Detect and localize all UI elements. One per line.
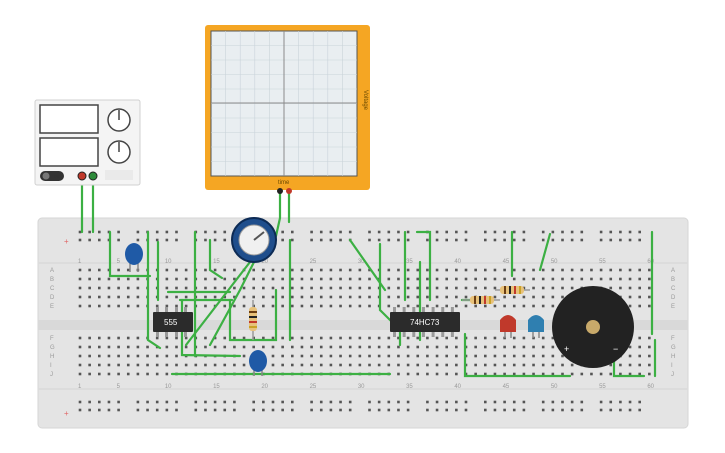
column-number: 35 xyxy=(406,259,413,265)
resistor-1[interactable] xyxy=(462,296,500,304)
column-number: 5 xyxy=(117,384,121,390)
chip-555-label: 555 xyxy=(164,318,178,327)
column-number: 20 xyxy=(261,384,268,390)
row-letter: A xyxy=(671,268,675,274)
wire-16 xyxy=(415,230,432,302)
column-number: 25 xyxy=(310,384,317,390)
column-number: 40 xyxy=(454,384,461,390)
column-number: 25 xyxy=(310,259,317,265)
buzzer-minus: − xyxy=(613,344,618,354)
column-number: 55 xyxy=(599,384,606,390)
potentiometer[interactable] xyxy=(231,217,277,263)
oscilloscope-y-label: Voltage xyxy=(362,90,368,111)
row-letter: B xyxy=(50,277,54,283)
capacitor-2[interactable] xyxy=(249,350,267,376)
wire-1 xyxy=(108,230,152,278)
column-number: 40 xyxy=(454,259,461,265)
row-letter: E xyxy=(50,304,54,310)
resistor-2[interactable] xyxy=(495,286,530,294)
svg-text:+: + xyxy=(64,409,69,418)
column-number: 10 xyxy=(165,384,172,390)
svg-text:+: + xyxy=(64,237,69,246)
row-letter: B xyxy=(671,277,675,283)
row-letter: F xyxy=(50,336,54,342)
row-letter: C xyxy=(50,286,55,292)
row-letter: A xyxy=(50,268,54,274)
column-number: 45 xyxy=(503,259,510,265)
chip-555[interactable]: 555 xyxy=(153,307,193,337)
chip-74hc73-label: 74HC73 xyxy=(410,318,440,327)
row-letter: C xyxy=(671,286,676,292)
column-number: 55 xyxy=(599,259,606,265)
column-number: 1 xyxy=(78,259,82,265)
row-letter: H xyxy=(671,354,675,360)
led-red[interactable] xyxy=(500,315,516,338)
row-letter: D xyxy=(671,295,676,301)
wires[interactable] xyxy=(80,176,657,378)
chip-74hc73[interactable]: 74HC73 xyxy=(390,307,460,337)
row-letter: E xyxy=(671,304,675,310)
row-letter: F xyxy=(671,336,675,342)
column-number: 50 xyxy=(551,259,558,265)
row-letter: G xyxy=(671,345,676,351)
row-letter: H xyxy=(50,354,54,360)
led-blue[interactable] xyxy=(528,315,544,338)
wire-osc-probe-1 xyxy=(274,188,282,238)
wire-5 xyxy=(208,238,224,280)
oscilloscope[interactable]: time Voltage xyxy=(205,25,370,194)
column-number: 35 xyxy=(406,384,413,390)
row-letter: I xyxy=(50,363,52,369)
column-number: 15 xyxy=(213,384,220,390)
resistor-vertical[interactable] xyxy=(249,300,257,340)
column-number: 15 xyxy=(213,259,220,265)
column-number: 30 xyxy=(358,259,365,265)
wire-10 xyxy=(208,256,258,347)
wire-9 xyxy=(184,260,252,347)
column-number: 45 xyxy=(503,384,510,390)
power-supply[interactable]: on xyxy=(34,99,141,186)
column-number: 1 xyxy=(78,384,82,390)
wire-24 xyxy=(612,356,646,378)
capacitor-1[interactable] xyxy=(125,243,143,272)
column-number: 50 xyxy=(551,384,558,390)
column-number: 30 xyxy=(358,384,365,390)
row-letter: I xyxy=(671,363,673,369)
row-letter: G xyxy=(50,345,55,351)
oscilloscope-x-label: time xyxy=(278,180,290,186)
column-number: 5 xyxy=(117,259,121,265)
power-button-label: on xyxy=(54,174,60,180)
column-number: 10 xyxy=(165,259,172,265)
wire-2 xyxy=(146,230,162,350)
row-letter: D xyxy=(50,295,55,301)
wire-21 xyxy=(463,332,572,378)
buzzer-plus: + xyxy=(564,344,569,354)
column-number: 20 xyxy=(261,259,268,265)
row-letter: J xyxy=(50,372,53,378)
wire-20 xyxy=(538,232,552,272)
row-letter: J xyxy=(671,372,674,378)
column-number: 60 xyxy=(647,384,654,390)
piezo-buzzer[interactable]: + − xyxy=(552,286,634,368)
